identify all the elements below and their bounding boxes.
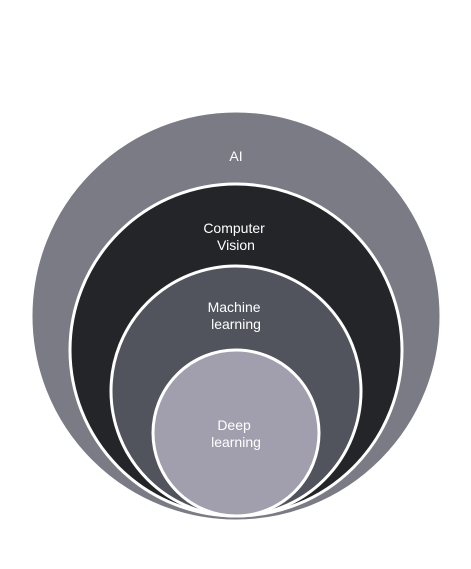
deep-learning-label: Deep learning — [211, 417, 261, 450]
deep-learning-circle — [151, 348, 321, 518]
computer-vision-label: Computer Vision — [203, 220, 268, 253]
ai-label: AI — [229, 148, 242, 164]
machine-learning-label: Machine learning — [208, 299, 265, 332]
